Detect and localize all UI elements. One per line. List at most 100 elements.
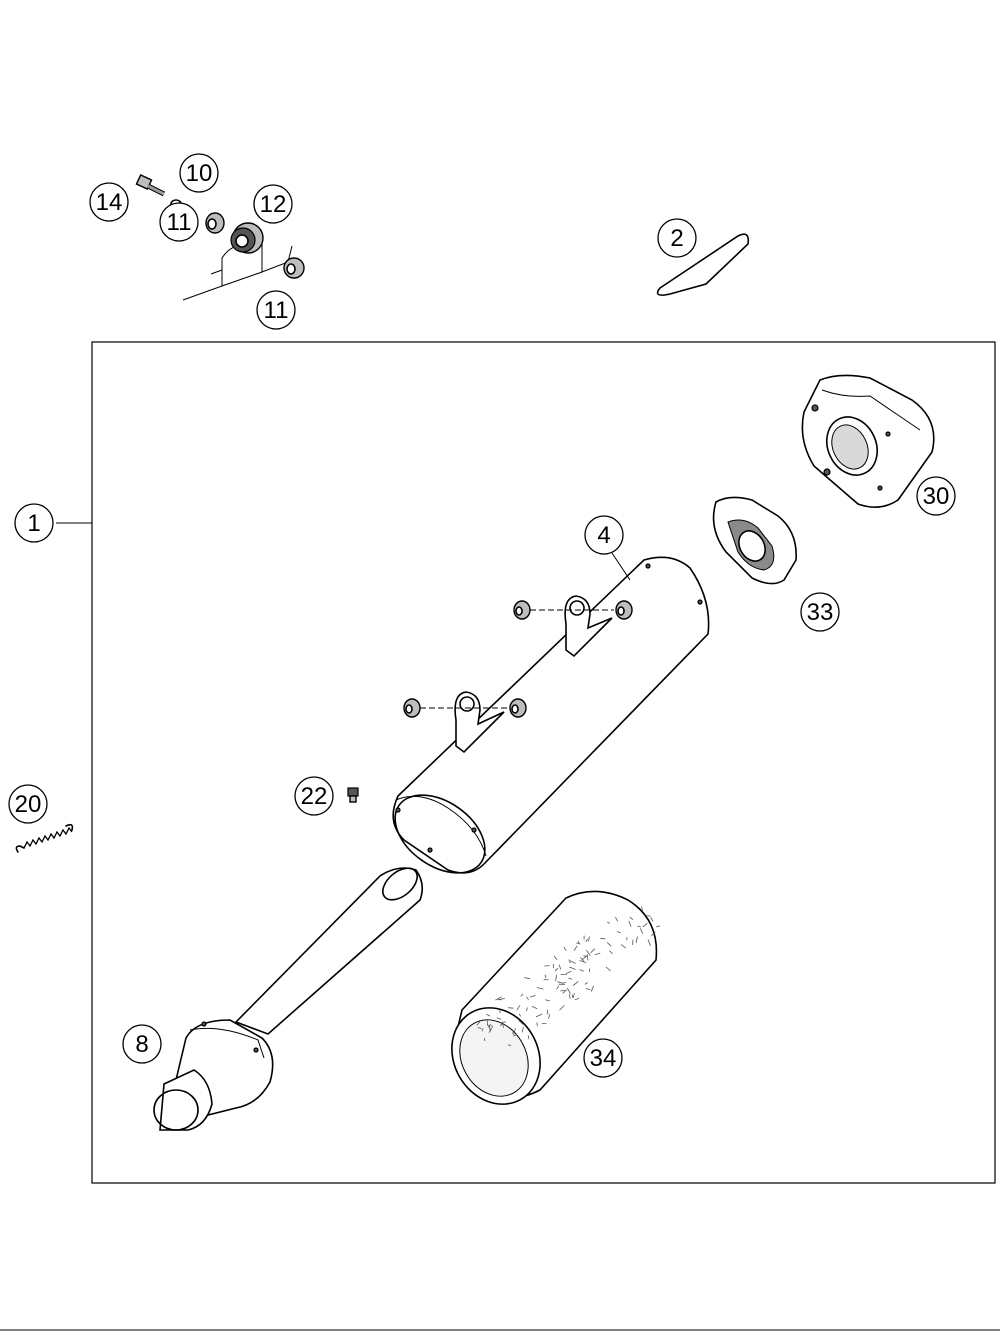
wool-speck: [558, 964, 562, 970]
rubber-damper-12: [230, 222, 264, 254]
callout-30-label: 30: [923, 483, 950, 510]
wool-speck: [553, 955, 558, 961]
wool-speck: [585, 938, 588, 943]
wool-speck: [569, 994, 571, 999]
wool-speck: [585, 949, 591, 956]
wool-speck: [495, 996, 502, 1001]
callout-20: 20: [8, 784, 48, 824]
inlet-pipe-8: [153, 867, 424, 1131]
wool-speck: [656, 925, 661, 928]
wool-speck: [637, 925, 641, 928]
callout-1: 1: [14, 503, 54, 543]
wool-speck: [607, 921, 610, 924]
wool-speck: [590, 985, 595, 992]
wool-speck: [568, 977, 573, 980]
wool-speck: [572, 993, 575, 999]
callout-14-label: 14: [96, 189, 123, 216]
callout-14: 14: [89, 182, 129, 222]
callout-34-label: 34: [590, 1045, 617, 1072]
callout-11-lower: 11: [256, 290, 296, 330]
wool-speck: [520, 993, 524, 997]
callout-10: 10: [179, 153, 219, 193]
wool-speck: [536, 987, 544, 990]
wool-speck: [546, 1009, 549, 1015]
wool-speck: [521, 1027, 524, 1033]
wool-speck: [513, 1028, 516, 1035]
wool-speck: [556, 985, 560, 990]
cap-insert-33: [712, 496, 797, 585]
silencer-body-4: [392, 556, 710, 874]
screw-22: [347, 787, 359, 803]
wool-speck: [531, 1005, 538, 1010]
callout-22: 22: [294, 776, 334, 816]
wool-speck: [518, 1013, 522, 1017]
callout-22-label: 22: [301, 783, 328, 810]
wool-speck: [548, 1014, 551, 1019]
wool-speck: [606, 942, 612, 947]
wool-speck: [563, 946, 567, 952]
wool-speck: [635, 936, 638, 944]
wool-speck: [632, 939, 634, 945]
callout-11-upper-label: 11: [167, 209, 192, 236]
wool-speck: [609, 950, 613, 955]
wool-speck: [487, 1024, 492, 1031]
wool-speck: [527, 1035, 530, 1040]
wool-speck: [570, 960, 576, 964]
gasket-2: [656, 233, 750, 296]
end-cap-30: [801, 374, 935, 508]
wool-speck: [605, 966, 611, 972]
wool-speck: [516, 1005, 521, 1011]
callout-2-label: 2: [670, 225, 683, 252]
wool-speck: [526, 1007, 528, 1012]
wool-speck: [559, 1005, 565, 1011]
packing-wool-34: [451, 890, 661, 1105]
callout-33: 33: [800, 592, 840, 632]
callout-1-label: 1: [27, 510, 40, 537]
wool-speck: [641, 906, 643, 912]
callout-30: 30: [916, 476, 956, 516]
wool-speck: [565, 971, 572, 974]
wool-speck: [535, 1013, 543, 1018]
wool-speck: [496, 1017, 502, 1020]
wool-speck: [588, 936, 590, 942]
wool-speck: [568, 959, 571, 964]
wool-speck: [585, 988, 591, 991]
wool-speck: [600, 937, 606, 940]
wool-speck: [489, 1024, 494, 1028]
wool-speck: [569, 966, 576, 970]
wool-speck: [576, 942, 581, 945]
callout-8: 8: [122, 1024, 162, 1064]
wool-speck: [579, 969, 584, 972]
wool-speck: [566, 987, 571, 994]
wool-speck: [524, 977, 531, 980]
wool-speck: [501, 1021, 506, 1023]
callout-11-upper: 11: [159, 202, 199, 242]
wool-speck: [628, 920, 632, 927]
callout-4: 4: [584, 515, 631, 581]
wool-speck: [647, 939, 651, 946]
wool-speck: [646, 915, 651, 917]
bushing-11-lower: [283, 257, 305, 279]
wool-speck: [639, 928, 644, 934]
callout-2: 2: [657, 218, 697, 258]
wool-speck: [650, 917, 654, 922]
wool-speck: [574, 997, 580, 1001]
wool-speck: [590, 948, 596, 954]
callout-11-lower-label: 11: [264, 297, 289, 324]
callout-34: 34: [583, 1038, 623, 1078]
wool-speck: [518, 1020, 524, 1025]
wool-speck: [571, 994, 574, 998]
wool-speck: [529, 995, 536, 998]
wool-speck: [499, 1009, 501, 1013]
wool-speck: [594, 952, 601, 956]
wool-speck: [544, 974, 547, 978]
wool-speck: [555, 974, 557, 982]
wool-speck: [572, 981, 579, 986]
wool-speck: [481, 1028, 484, 1032]
callout-20-label: 20: [15, 791, 42, 818]
wool-speck: [477, 1026, 482, 1030]
wool-speck: [562, 990, 566, 994]
callout-8-label: 8: [135, 1031, 148, 1058]
assembly-frame: [91, 341, 996, 1184]
wool-speck: [562, 981, 566, 984]
